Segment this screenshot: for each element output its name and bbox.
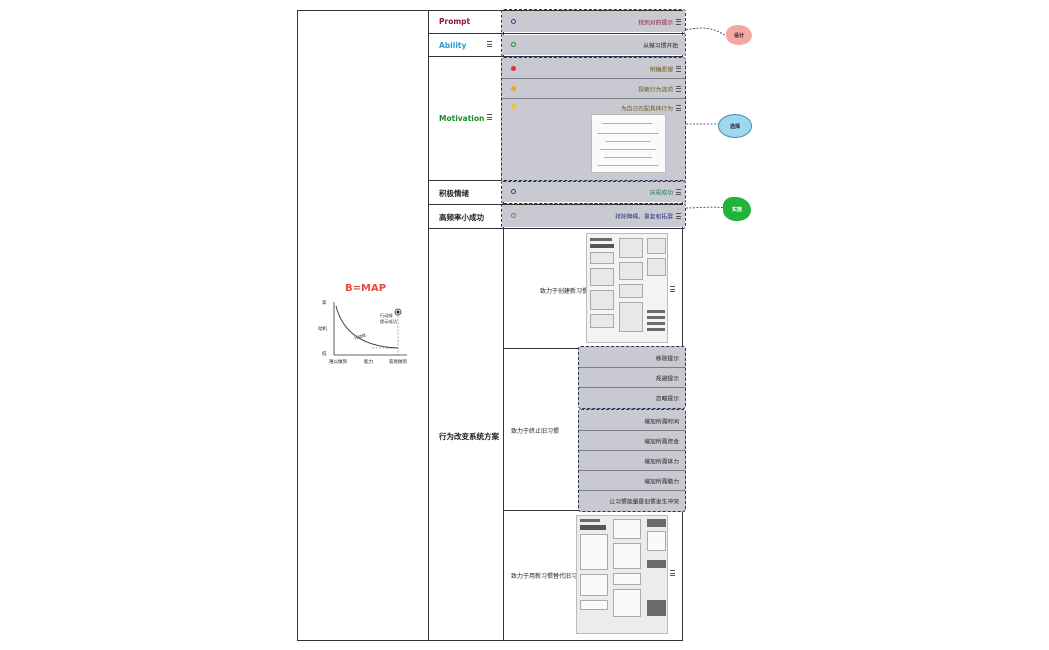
success-item-label: 排除障碍、重复和拓展 — [615, 214, 673, 221]
branch-success[interactable]: 高频率小成功 — [439, 213, 484, 222]
notes-icon[interactable] — [676, 189, 681, 195]
ability-item-5[interactable]: 让习惯能量是旧惯发生冲突 — [579, 491, 685, 510]
motivation-item-1[interactable]: 明确愿望 — [502, 59, 685, 79]
ability-item-5-label: 让习惯能量是旧惯发生冲突 — [609, 499, 679, 505]
system-sub-1-label[interactable]: 致力于创建新习惯 — [540, 288, 589, 295]
graph-y-high: 高 — [322, 301, 327, 306]
callout-design-label: 设计 — [733, 32, 744, 39]
callout-connectors — [685, 27, 727, 209]
prompt-box: 找到对的提示 — [501, 9, 686, 34]
ability-item-2[interactable]: 增加所需资金 — [579, 431, 685, 451]
divider-root — [428, 10, 429, 641]
cue-item-3[interactable]: 忽略提示 — [579, 388, 685, 407]
graph-y-label: 动机 — [318, 327, 327, 332]
ability-group-box: 增加所需时间 增加所需资金 增加所需体力 增加所需脑力 让习惯能量是旧惯发生冲突 — [578, 409, 686, 512]
cue-item-1-label: 移除提示 — [655, 356, 679, 362]
prompt-item-label: 找到对的提示 — [638, 20, 673, 26]
success-item[interactable]: 排除障碍、重复和拓展 — [502, 205, 685, 227]
callout-implement-label: 实施 — [731, 206, 742, 213]
graph-x-left: 难以做到 — [329, 360, 347, 365]
cue-item-2-label: 规避提示 — [655, 376, 679, 382]
sep-4 — [428, 204, 683, 205]
ability-box: 从微习惯开始 — [501, 33, 686, 57]
emotion-box: 庆祝成功 — [501, 180, 686, 204]
graph-point-label-1: 行动线 — [380, 313, 393, 318]
ability-item-3-label: 增加所需体力 — [644, 459, 679, 465]
prompt-item[interactable]: 找到对的提示 — [502, 11, 685, 32]
emotion-item[interactable]: 庆祝成功 — [502, 182, 685, 202]
ability-item-4-label: 增加所需脑力 — [644, 479, 679, 485]
branch-motivation[interactable]: Motivation — [439, 114, 485, 123]
graph-x-right: 容易做到 — [389, 360, 407, 365]
system-sub-3-label[interactable]: 致力于用新习惯替代旧习惯 — [511, 573, 584, 580]
success-status-icon — [511, 213, 516, 218]
motivation-notes-icon[interactable] — [487, 114, 492, 120]
ability-item-1-label: 增加所需时间 — [644, 419, 679, 425]
behavior-swarm-thumbnail[interactable] — [591, 114, 666, 173]
mindmap-frame — [297, 10, 683, 641]
bmap-graph — [333, 302, 407, 356]
success-box: 排除障碍、重复和拓展 — [501, 203, 686, 229]
item-dot-orange-icon — [511, 86, 516, 91]
replace-habit-thumbnail[interactable] — [576, 515, 668, 634]
cue-item-2[interactable]: 规避提示 — [579, 368, 685, 388]
emotion-item-label: 庆祝成功 — [649, 190, 673, 197]
ability-item-2-label: 增加所需资金 — [644, 439, 679, 445]
branch-prompt[interactable]: Prompt — [439, 17, 471, 26]
notes-icon[interactable] — [676, 18, 681, 25]
item-dot-yellow-icon — [511, 104, 516, 109]
divider-branch — [503, 10, 504, 641]
motivation-item-2-label: 探索行为选项 — [638, 87, 673, 93]
motivation-item-2[interactable]: 探索行为选项 — [502, 79, 685, 99]
graph-y-low: 低 — [322, 352, 327, 357]
ability-item-1[interactable]: 增加所需时间 — [579, 411, 685, 431]
ability-item-label: 从微习惯开始 — [643, 43, 678, 50]
notes-icon[interactable] — [676, 65, 681, 72]
ability-status-icon — [511, 42, 516, 47]
branch-ability[interactable]: Ability — [439, 41, 467, 50]
motivation-item-3-label: 为自己匹配具体行为 — [620, 106, 673, 113]
notes-icon[interactable] — [676, 85, 681, 92]
item-dot-red-icon — [511, 66, 516, 71]
notes-icon[interactable] — [676, 213, 681, 219]
motivation-item-1-label: 明确愿望 — [649, 67, 673, 73]
ability-notes-icon[interactable] — [487, 41, 492, 47]
ability-item-4[interactable]: 增加所需脑力 — [579, 471, 685, 491]
branch-emotion[interactable]: 积极情绪 — [439, 189, 469, 198]
graph-x-label: 能力 — [364, 360, 373, 365]
notes-icon[interactable] — [676, 105, 681, 111]
callout-implement[interactable]: 实施 — [723, 197, 751, 221]
callout-design[interactable]: 设计 — [726, 25, 752, 45]
notes-icon[interactable] — [670, 286, 675, 292]
root-title: B=MAP — [345, 283, 387, 294]
branch-system[interactable]: 行为改变系统方案 — [439, 432, 499, 441]
emotion-status-icon — [511, 189, 516, 194]
cue-group-box: 移除提示 规避提示 忽略提示 — [578, 346, 686, 409]
notes-icon[interactable] — [670, 570, 675, 576]
system-sub-2-label[interactable]: 致力于终止旧习惯 — [511, 428, 560, 435]
prompt-status-icon — [511, 19, 516, 24]
callout-choose-label: 选择 — [729, 123, 740, 130]
callout-choose[interactable]: 选择 — [718, 114, 752, 138]
graph-point-label-2: 提示成功 — [380, 319, 397, 324]
new-habit-thumbnail[interactable] — [586, 233, 668, 343]
cue-item-3-label: 忽略提示 — [655, 396, 679, 402]
ability-item-3[interactable]: 增加所需体力 — [579, 451, 685, 471]
ability-item[interactable]: 从微习惯开始 — [502, 35, 685, 55]
cue-item-1[interactable]: 移除提示 — [579, 348, 685, 368]
